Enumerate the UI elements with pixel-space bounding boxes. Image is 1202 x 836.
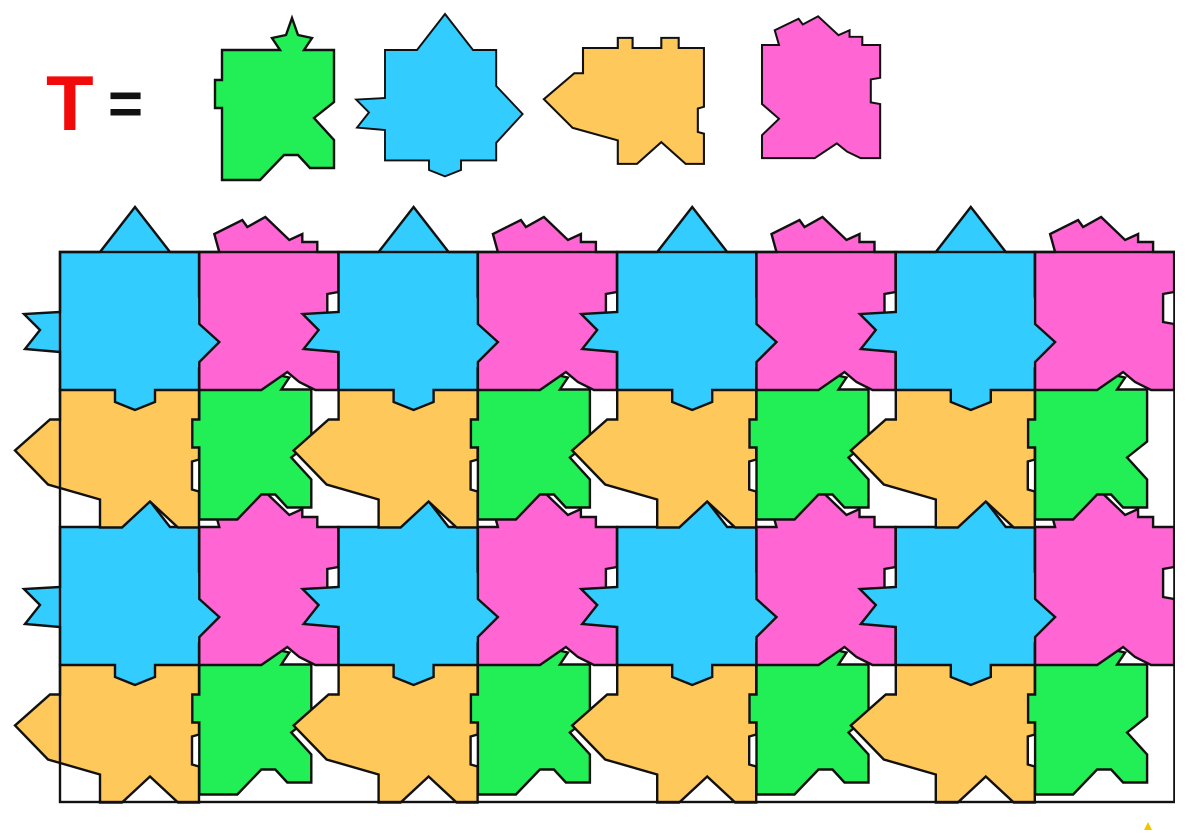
tiling-tile-orange [570,376,758,529]
tiling-tile-orange [291,651,479,804]
legend-tile-green [213,14,336,182]
tile-set-legend [213,12,882,182]
tiling-tile-orange [13,376,201,529]
equals-sign: = [108,70,143,137]
tiling-tile-orange [570,651,758,804]
legend-tile-blue [354,12,524,178]
tiling-tile-pink [755,215,897,392]
tiling-tile-pink [1033,215,1175,392]
tiling-tile-orange [849,651,1036,804]
tiling-tile-orange [849,376,1036,529]
corner-mark [1144,822,1152,830]
tiling-pattern [13,205,1175,804]
tiling-tile-pink [476,215,619,392]
tiling-border [58,250,1175,804]
tiling-tile-pink [198,215,340,392]
tile-set-symbol: T [46,59,94,147]
tiling-tile-orange [291,376,479,529]
tiling-tile-orange [13,651,201,804]
legend-tile-orange [542,36,705,165]
legend-tile-pink [760,15,882,160]
